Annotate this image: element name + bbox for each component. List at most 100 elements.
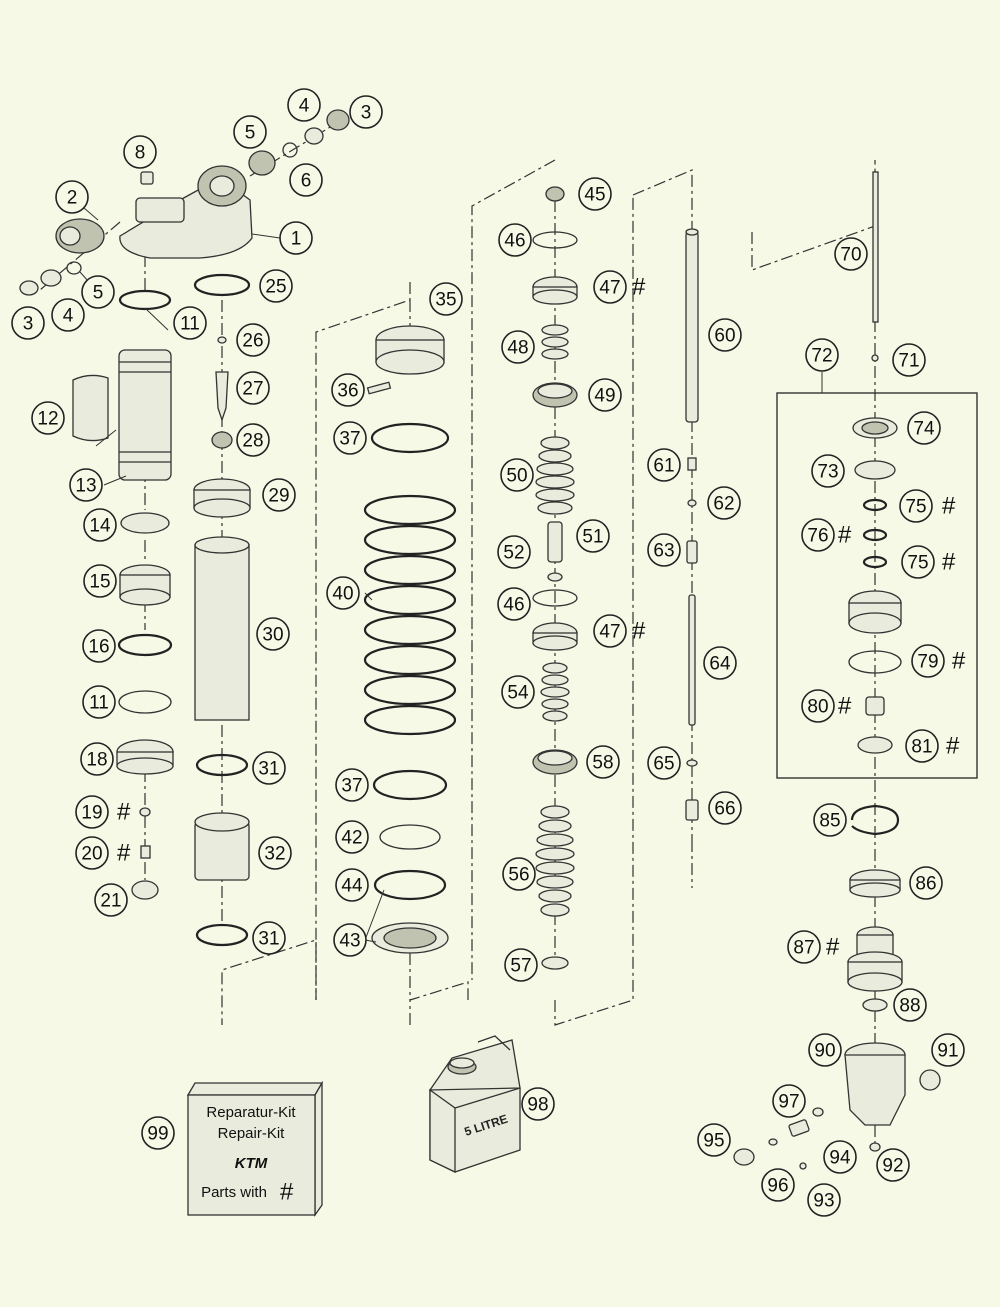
callout-4: 4 [287,88,321,122]
callout-circle [94,883,128,917]
spring-column-parts [363,325,457,954]
callout-31: 31 [252,751,286,785]
callout-number: 25 [265,277,286,298]
callout-number: 4 [63,306,74,327]
callout-79: 79 [911,644,945,678]
callout-50: 50 [500,458,534,492]
callout-circle [335,768,369,802]
callout-circle [429,282,463,316]
callout-circle [80,742,114,776]
callout-circle [593,270,627,304]
callout-circle [11,306,45,340]
callout-number: 8 [135,143,146,164]
callout-63: 63 [647,533,681,567]
callout-circle [911,644,945,678]
callout-number: 56 [508,865,529,886]
callout-43: 43 [333,923,367,957]
callout-number: 28 [242,431,263,452]
callout-number: 97 [778,1092,799,1113]
callout-circle [51,298,85,332]
callout-number: 11 [180,314,200,335]
coil-spring-part [363,494,457,736]
callout-circle [69,468,103,502]
callout-circle [834,237,868,271]
callout-number: 31 [258,759,279,780]
callout-29: 29 [262,478,296,512]
callout-number: 81 [911,737,932,758]
callout-circle [892,343,926,377]
callout-circle [708,318,742,352]
callout-95: 95 [697,1123,731,1157]
callout-number: 11 [89,693,109,714]
callout-circle [807,1183,841,1217]
callout-number: 26 [242,331,263,352]
callout-circle [586,745,620,779]
callout-number: 79 [917,652,938,673]
callout-58: 58 [586,745,620,779]
hash-marker-layer: ########### [117,274,966,961]
callout-circle [697,1123,731,1157]
callout-number: 75 [905,497,926,518]
callout-number: 43 [339,931,360,952]
callout-circle [504,948,538,982]
callout-circle [500,458,534,492]
callout-92: 92 [876,1148,910,1182]
repair-kit-box: Reparatur-Kit Repair-Kit KTM Parts with … [186,1080,324,1218]
callout-circle [335,820,369,854]
callout-36: 36 [331,373,365,407]
callout-number: 95 [703,1131,724,1152]
callout-number: 85 [819,811,840,832]
callout-circle [647,533,681,567]
callout-61: 61 [647,448,681,482]
callout-49: 49 [588,378,622,412]
callout-circle [498,223,532,257]
callout-circle [173,306,207,340]
callout-57: 57 [504,948,538,982]
callout-circle [82,629,116,663]
callout-circle [787,930,821,964]
callout-21: 21 [94,883,128,917]
callout-number: 92 [882,1156,903,1177]
callout-47: 47 [593,270,627,304]
repair-kit-hash-marker: # [632,274,646,301]
callout-number: 94 [829,1148,851,1169]
callout-75: 75 [899,489,933,523]
callout-circle [576,519,610,553]
piston-rod-column-parts [685,228,699,821]
callout-5: 5 [81,275,115,309]
callout-circle [907,411,941,445]
callout-circle [262,478,296,512]
callout-number: 70 [840,245,861,266]
seal-kit-box [776,372,978,779]
callout-circle [808,1033,842,1067]
callout-number: 75 [907,553,928,574]
callout-number: 37 [341,776,362,797]
callout-number: 14 [89,516,111,537]
callout-45: 45 [578,177,612,211]
callout-15: 15 [83,564,117,598]
callout-number: 46 [503,595,524,616]
callout-circle [123,135,157,169]
leader-lines [79,207,385,943]
callout-35: 35 [429,282,463,316]
callout-86: 86 [909,866,943,900]
repair-kit-hash-marker: # [838,693,852,720]
callout-87: 87 [787,930,821,964]
callout-27: 27 [236,371,270,405]
callout-46: 46 [498,223,532,257]
callout-52: 52 [497,535,531,569]
callout-number: 30 [262,625,283,646]
callout-number: 35 [435,290,456,311]
callout-93: 93 [807,1183,841,1217]
repair-kit-hash-marker: # [117,840,131,867]
callout-circle [279,221,313,255]
oil-can: 5 LITRE [428,1035,521,1174]
callout-circle [813,803,847,837]
callout-circle [588,378,622,412]
callout-number: 86 [915,874,936,895]
callout-25: 25 [259,269,293,303]
callout-circle [501,330,535,364]
callout-number: 6 [301,171,312,192]
callout-85: 85 [813,803,847,837]
callout-number: 4 [299,96,310,117]
